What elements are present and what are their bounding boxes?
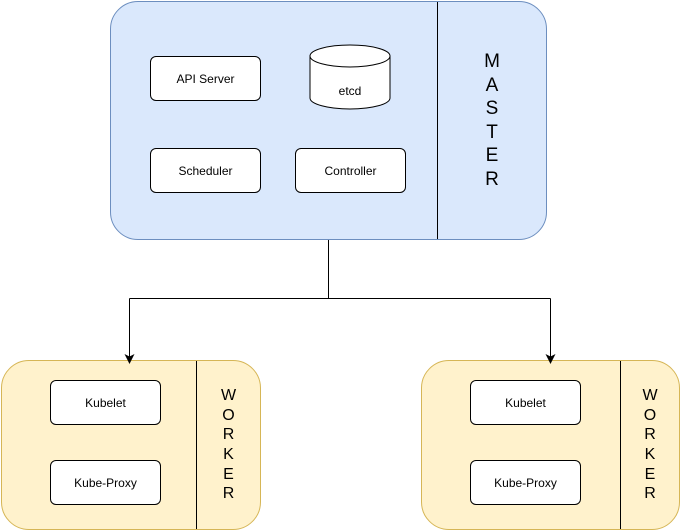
worker-label: W O R K E R — [197, 361, 260, 529]
scheduler-box: Scheduler — [150, 148, 261, 193]
master-label-char: R — [485, 168, 499, 190]
etcd-database-icon — [309, 44, 391, 110]
master-label: M A S T E R — [438, 2, 546, 239]
master-label-char: E — [485, 145, 499, 166]
master-node: M A S T E R — [110, 1, 547, 240]
worker-label-char: W — [642, 387, 658, 405]
master-label-char: T — [486, 121, 498, 143]
worker-label-char: R — [644, 485, 656, 503]
worker-label-char: E — [223, 465, 234, 483]
master-label-char: A — [485, 74, 499, 96]
worker-label-char: K — [644, 446, 656, 463]
worker-divider — [196, 361, 197, 529]
worker-label: W O R K E R — [621, 361, 679, 529]
controller-box: Controller — [295, 148, 406, 193]
kube-proxy-box-right: Kube-Proxy — [470, 460, 581, 505]
worker-label-char: K — [223, 446, 234, 463]
master-label-char: S — [485, 98, 499, 119]
kubelet-box-left: Kubelet — [50, 380, 161, 425]
worker-label-char: O — [643, 406, 657, 424]
worker-label-char: O — [222, 406, 235, 424]
kube-proxy-box-left: Kube-Proxy — [50, 460, 161, 505]
connector-lines — [124, 240, 556, 364]
worker-label-char: E — [644, 465, 656, 483]
kubelet-box-right: Kubelet — [470, 380, 581, 425]
master-label-char: M — [484, 51, 500, 72]
worker-divider — [620, 361, 621, 529]
worker-label-char: R — [644, 426, 656, 444]
api-server-box: API Server — [150, 56, 261, 101]
worker-label-char: R — [222, 485, 235, 503]
worker-label-char: W — [220, 387, 237, 405]
worker-label-char: R — [222, 426, 235, 444]
etcd-label: etcd — [338, 84, 362, 98]
master-divider — [437, 2, 438, 239]
